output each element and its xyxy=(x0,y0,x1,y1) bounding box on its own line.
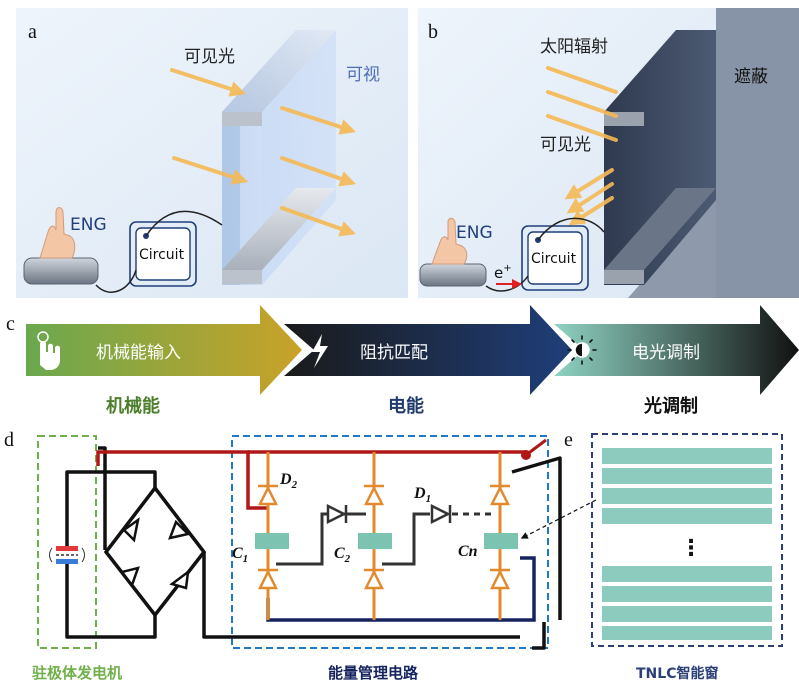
capacitor-c2 xyxy=(358,533,392,549)
dark-window-glass xyxy=(604,30,716,285)
circuit-box-outer-a xyxy=(129,221,197,287)
solar-ray xyxy=(546,66,618,94)
eng-label-b: ENG xyxy=(456,223,493,243)
label-d2: D2 xyxy=(279,471,298,491)
wire-to-window-b xyxy=(537,217,605,241)
solar-radiation-label: 太阳辐射 xyxy=(540,37,608,57)
capacitor-cn xyxy=(484,533,518,549)
bridge-diode xyxy=(119,517,191,590)
bridge-wire-2 xyxy=(382,512,430,566)
shield-wall-right xyxy=(716,8,799,298)
electron-label: e+ xyxy=(494,263,512,282)
wire-to-pad-b xyxy=(485,275,529,292)
light-rays-a xyxy=(170,68,357,237)
pmc-dashed-box xyxy=(231,435,549,649)
pmc-caption: 能量管理电路 xyxy=(328,664,419,682)
window-top-block xyxy=(222,112,262,126)
flow-arrow-electrical xyxy=(284,305,572,395)
visible-light-label-b: 可见光 xyxy=(540,135,591,155)
panel-label-c: c xyxy=(6,313,15,335)
window-bottom-frame xyxy=(222,188,336,270)
panel-label-e: e xyxy=(564,429,573,451)
category2-label: 电能 xyxy=(388,395,424,417)
stage2-label: 阻抗匹配 xyxy=(360,343,428,363)
bridge-rectifier xyxy=(103,485,207,618)
light-rays-b xyxy=(546,66,618,226)
dark-window-bottom-block xyxy=(604,270,644,284)
panel-label-a: a xyxy=(28,21,37,43)
teng-caption: 驻极体发电机 xyxy=(32,664,122,682)
electret-generator-icon xyxy=(49,546,85,564)
red-wire xyxy=(96,450,268,510)
panel-a-background xyxy=(16,8,408,298)
hand-icon-b xyxy=(431,217,468,265)
touch-icon xyxy=(37,331,60,370)
switch-blade xyxy=(525,438,547,457)
panel-e: e ⋮ TNLC智能窗 xyxy=(564,429,783,682)
dark-window-bottom xyxy=(604,188,716,270)
visible-label: 可视 xyxy=(346,65,380,85)
light-ray xyxy=(280,156,357,187)
solar-ray xyxy=(546,90,618,118)
stage1-label: 机械能输入 xyxy=(96,343,181,363)
circuit-label-a: Circuit xyxy=(139,247,185,263)
tnlc-ellipsis: ⋮ xyxy=(680,536,702,561)
eng-pad-b xyxy=(419,263,487,287)
category3-label: 光调制 xyxy=(643,395,698,417)
label-c2: C2 xyxy=(334,545,351,565)
window-left-edge xyxy=(222,112,240,285)
wire-to-pad-a xyxy=(95,269,137,293)
eng-label-a: ENG xyxy=(70,215,107,235)
panel-a: a 可见光 可视 Circuit ENG xyxy=(16,8,408,298)
label-c1: C1 xyxy=(232,545,248,565)
solar-ray xyxy=(546,114,618,142)
electron-letter: e xyxy=(494,264,503,282)
label-cn: Cn xyxy=(458,543,478,560)
label-d1: D1 xyxy=(413,485,431,505)
tnlc-caption: TNLC智能窗 xyxy=(636,665,718,682)
circuit-label-b: Circuit xyxy=(531,251,577,267)
light-ray xyxy=(170,68,247,97)
electron-sup: + xyxy=(503,263,511,274)
brightness-icon xyxy=(567,335,597,365)
light-ray xyxy=(280,206,357,237)
stage3-label: 电光调制 xyxy=(632,343,700,363)
circuit-box-inner-b xyxy=(527,231,583,285)
window-bottom-block xyxy=(222,270,262,284)
eng-pad-a xyxy=(23,257,99,285)
flow-arrow-mechanical xyxy=(26,305,302,395)
circuit-box-outer-b xyxy=(521,225,589,291)
visible-light-label-a: 可见光 xyxy=(184,47,235,67)
bridge-wire-1 xyxy=(276,512,366,566)
ladder-diodes xyxy=(257,484,511,590)
panel-label-b: b xyxy=(428,21,438,43)
category1-label: 机械能 xyxy=(106,395,160,417)
diode-d1 xyxy=(430,503,451,525)
flow-arrow-optical xyxy=(554,305,799,395)
tnlc-bars xyxy=(602,448,772,640)
panel-b: b 遮蔽 太阳辐射 可见光 Circuit ENG xyxy=(418,8,799,298)
lightning-icon xyxy=(312,334,328,368)
panel-c: c 机械能输入 阻抗匹配 电光调制 机械能 电能 光调制 xyxy=(6,305,799,417)
diode-d-bridge-1 xyxy=(326,503,347,525)
wire-to-window-a xyxy=(145,210,223,237)
hand-icon-a xyxy=(39,207,76,259)
capacitor-c1 xyxy=(255,533,289,549)
reflected-ray xyxy=(566,182,614,214)
panel-label-d: d xyxy=(4,429,14,451)
light-ray xyxy=(172,156,249,185)
shield-label: 遮蔽 xyxy=(734,67,768,87)
black-wires xyxy=(65,446,562,650)
tnlc-dashed-frame xyxy=(591,433,783,647)
reflected-ray xyxy=(564,168,614,200)
teng-dashed-box xyxy=(37,435,97,649)
light-ray xyxy=(280,106,357,135)
circuit-box-inner-a xyxy=(135,227,191,281)
panel-d: d xyxy=(4,429,597,682)
